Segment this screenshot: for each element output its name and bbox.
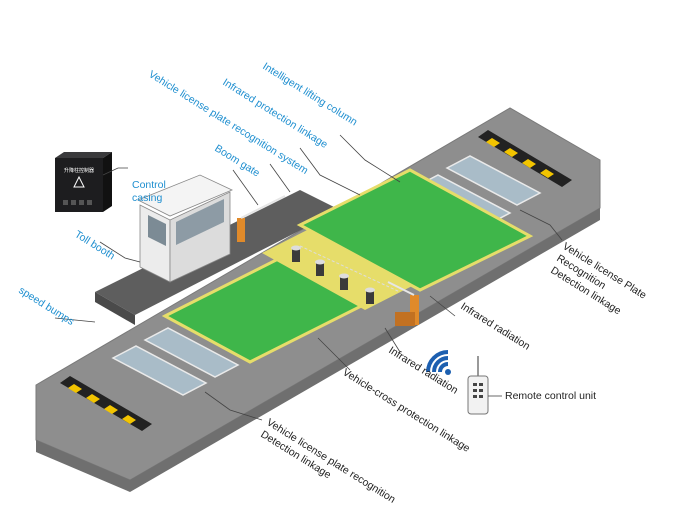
detection-loop	[143, 327, 240, 378]
speed-bump-icon	[478, 130, 572, 187]
label-vehicle-cross: Vehicle-cross protection linkage	[340, 366, 472, 455]
infrared-beam	[299, 245, 401, 293]
lifting-column-icon	[291, 245, 375, 304]
label-boom-gate: Boom gate	[212, 142, 262, 179]
wifi-signal-icon	[426, 350, 451, 375]
boom-gate-icon	[237, 195, 419, 326]
label-infrared-linkage: Infrared protection linkage	[220, 76, 329, 151]
detection-loop	[111, 345, 208, 396]
label-control-casing-line1: Control	[132, 179, 166, 191]
toll-booth-icon	[137, 174, 233, 283]
label-infrared-radiation-upper: Infrared radiation	[458, 300, 532, 352]
remote-control-icon	[467, 356, 489, 415]
speed-bump-icon	[60, 376, 152, 431]
label-remote-control: Remote control unit	[505, 390, 596, 402]
control-box-text: 升降柱控制器	[64, 167, 94, 174]
green-zone-right	[296, 168, 534, 292]
detection-loop	[445, 155, 542, 206]
label-toll-booth: Toll booth	[72, 228, 117, 262]
control-box-icon: 升降柱控制器	[55, 152, 112, 212]
toll-island-side	[95, 292, 135, 325]
label-control-casing-line2: casing	[132, 192, 163, 204]
label-speed-bumps: speed bumps	[16, 284, 76, 328]
leader-lines	[54, 134, 563, 421]
label-lpr-detection-bottom-line1: Vehicle license plate recognition	[264, 416, 397, 505]
